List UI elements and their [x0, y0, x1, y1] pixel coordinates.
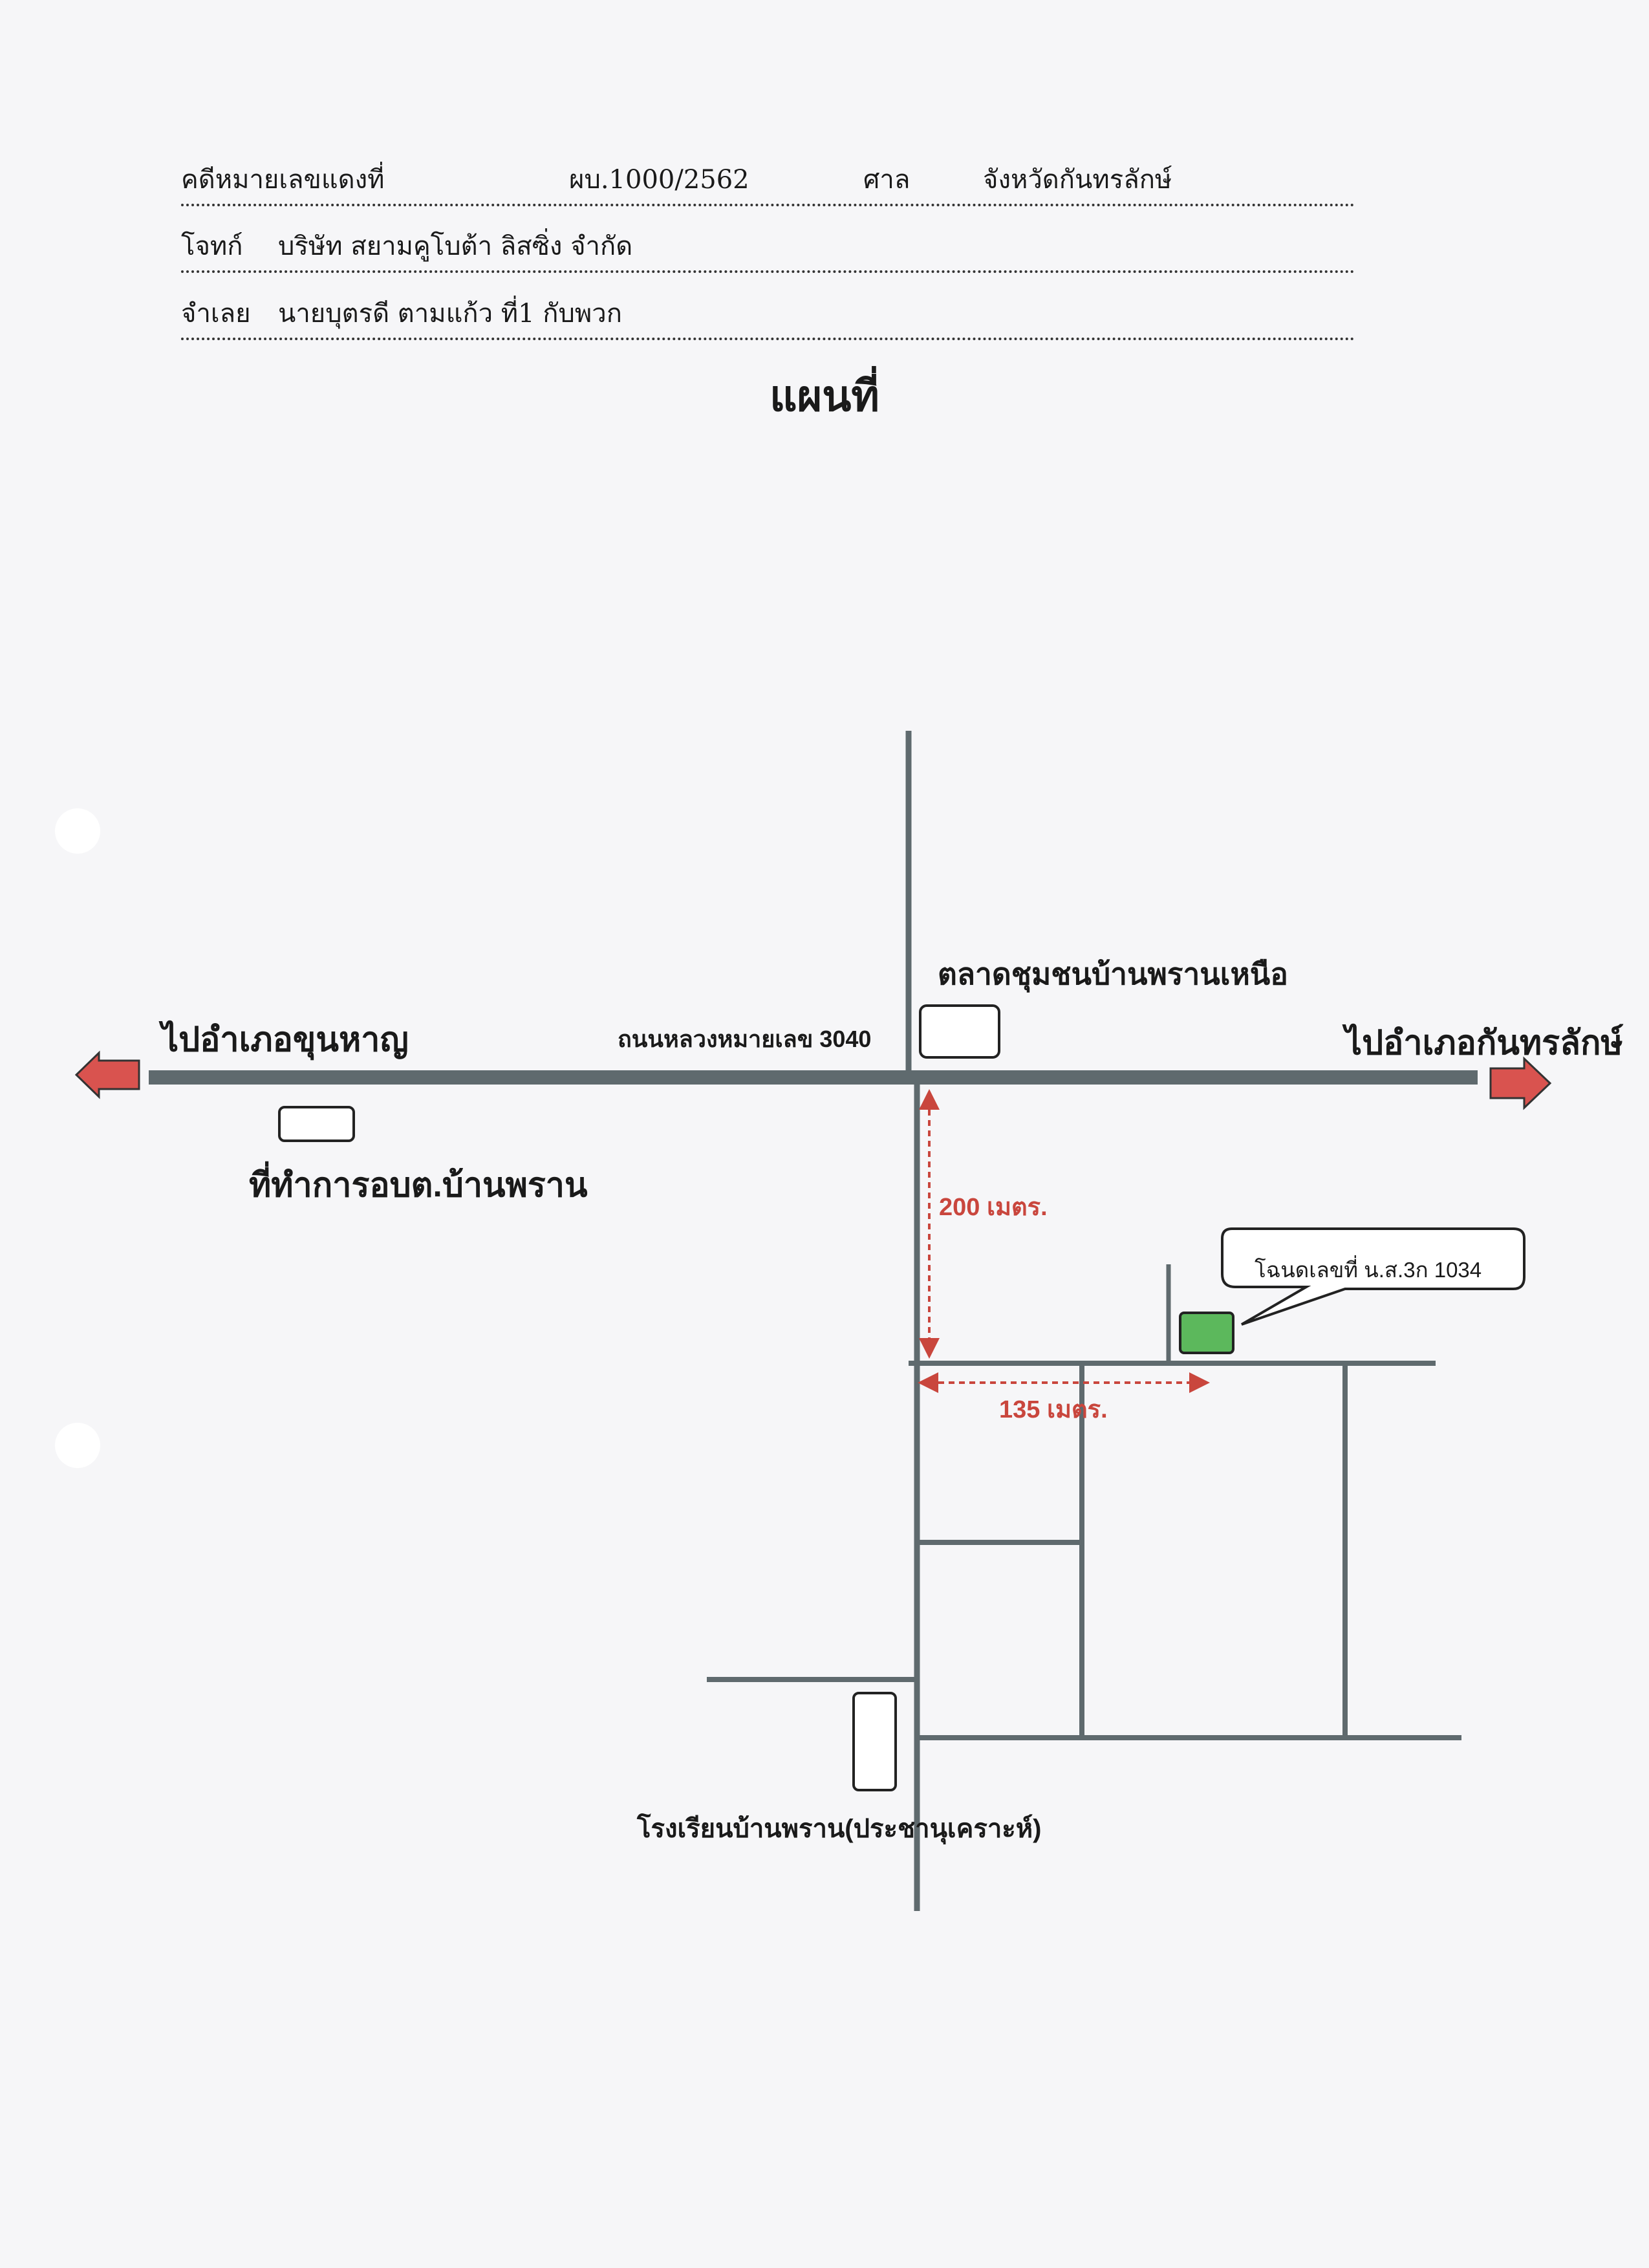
defendant-row: จำเลย นายบุตรดี ตามแก้ว ที่1 กับพวก	[181, 299, 1355, 340]
court-name: จังหวัดกันทรลักษ์	[983, 165, 1172, 195]
school-label: โรงเรียนบ้านพราน(ประชานุเคราะห์)	[637, 1815, 1042, 1843]
market-building	[919, 1004, 1000, 1059]
case-number: ผบ.1000/2562	[569, 165, 749, 195]
distance-200m-label: 200 เมตร.	[939, 1194, 1048, 1221]
right-destination-label: ไปอำเภอกันทรลักษ์	[1345, 1024, 1623, 1062]
left-destination-label: ไปอำเภอขุนหาญ	[162, 1021, 409, 1059]
distance-135m-label: 135 เมตร.	[999, 1396, 1108, 1423]
left-direction-arrow	[74, 1050, 140, 1099]
plaintiff-label: โจทก์	[181, 232, 243, 261]
binder-hole-top	[55, 808, 100, 854]
market-label: ตลาดชุมชนบ้านพรานเหนือ	[938, 957, 1288, 991]
binder-hole-bottom	[55, 1423, 100, 1468]
deed-label: โฉนดเลขที่ น.ส.3ก 1034	[1255, 1258, 1482, 1282]
page-title: แผนที่	[770, 371, 879, 421]
office-building	[278, 1106, 355, 1142]
highway-road	[149, 1070, 1478, 1085]
deed-callout	[1221, 1227, 1525, 1326]
case-number-row: คดีหมายเลขแดงที่ ผบ.1000/2562 ศาล จังหวั…	[181, 165, 1355, 206]
office-label: ที่ทำการอบต.บ้านพราน	[249, 1167, 588, 1204]
right-direction-arrow	[1489, 1056, 1552, 1110]
school-building	[852, 1692, 897, 1791]
defendant-label: จำเลย	[181, 299, 251, 329]
case-label: คดีหมายเลขแดงที่	[181, 165, 385, 195]
court-label: ศาล	[863, 165, 911, 195]
defendant-name: นายบุตรดี ตามแก้ว ที่1 กับพวก	[278, 299, 622, 329]
plaintiff-row: โจทก์ บริษัท สยามคูโบต้า ลิสซิ่ง จำกัด	[181, 232, 1355, 273]
deed-parcel	[1179, 1312, 1234, 1354]
plaintiff-name: บริษัท สยามคูโบต้า ลิสซิ่ง จำกัด	[278, 232, 633, 261]
highway-label: ถนนหลวงหมายเลข 3040	[618, 1026, 872, 1052]
